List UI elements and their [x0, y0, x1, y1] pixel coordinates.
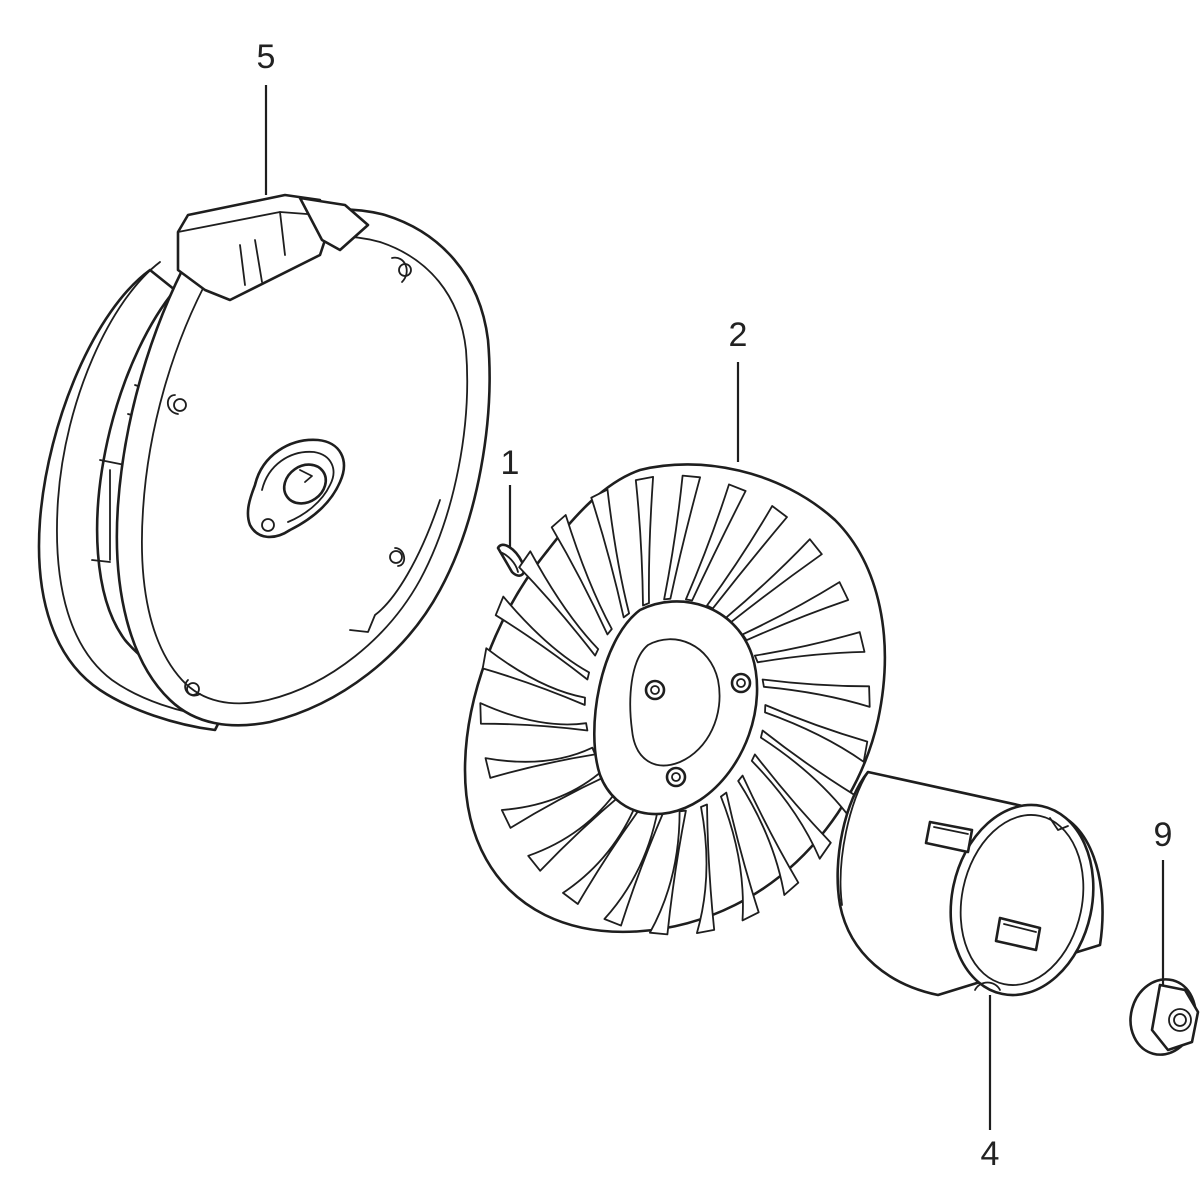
housing-hub [246, 438, 346, 539]
fan-blades [479, 474, 871, 936]
callout-2: 2 [729, 316, 748, 354]
housing-rim-back [37, 268, 232, 732]
fan-blade [634, 476, 654, 607]
cup-rim [949, 803, 1095, 997]
mounting-hole-3-icon [389, 547, 405, 567]
housing-rim-band-2 [91, 459, 126, 563]
cup-window-1-icon [924, 820, 974, 854]
part-4-starter-cup [836, 770, 1104, 997]
fan-center-recess [629, 638, 721, 767]
fan-blade [764, 704, 869, 763]
fan-blade [527, 787, 625, 872]
housing-inner-ring [141, 235, 469, 705]
fan-blade [590, 488, 630, 619]
fan-blade [484, 746, 596, 779]
fan-blade [663, 474, 701, 601]
fan-blade [706, 505, 788, 610]
mounting-hole-4-icon [184, 679, 201, 697]
callout-5: 5 [257, 38, 276, 76]
nut-thread [1168, 1008, 1192, 1032]
part-2-fan-flywheel [463, 463, 887, 936]
cup-back-edge [839, 771, 869, 906]
fan-blade [481, 647, 586, 706]
fan-blade [562, 800, 644, 905]
fan-blade [479, 702, 589, 732]
part-9-flange-nut [1129, 978, 1200, 1056]
cup-window-2-icon [994, 916, 1042, 952]
mounting-hole-2-icon [166, 394, 187, 415]
fan-blade [494, 595, 590, 681]
hub-bore [282, 463, 328, 505]
fan-blade [741, 581, 850, 642]
fan-blade [737, 774, 800, 896]
fan-boss-1-icon [644, 679, 666, 701]
fan-boss-3-icon [665, 766, 687, 788]
ignition-module-edge [239, 211, 286, 286]
ignition-module-side [298, 196, 370, 252]
fan-center-plate [593, 600, 759, 816]
mounting-hole-1-icon [391, 256, 412, 283]
cup-slot [974, 981, 1001, 991]
part-1-woodruff-key [496, 543, 526, 577]
cup-rim-inner [959, 814, 1085, 986]
fan-blade [500, 768, 609, 829]
fan-boss-2-icon [730, 672, 752, 694]
fan-blade [603, 808, 665, 927]
fan-blade [696, 803, 716, 934]
fan-blade [685, 483, 747, 602]
cup-slot-top [1049, 817, 1069, 831]
callout-1: 1 [501, 444, 520, 482]
housing-recess [349, 499, 441, 633]
fan-blade [754, 631, 866, 664]
fan-blade [550, 514, 613, 636]
housing-rim-band [56, 261, 221, 719]
fan-blade [725, 538, 823, 623]
fan-blade [720, 791, 760, 922]
fan-blade [649, 809, 687, 936]
callout-9: 9 [1154, 816, 1173, 854]
callout-4: 4 [981, 1135, 1000, 1173]
part-5-housing [37, 193, 491, 732]
ignition-module-block [176, 193, 327, 302]
fan-blade [750, 753, 832, 860]
fan-blade [518, 550, 600, 657]
fan-blade [761, 678, 871, 708]
